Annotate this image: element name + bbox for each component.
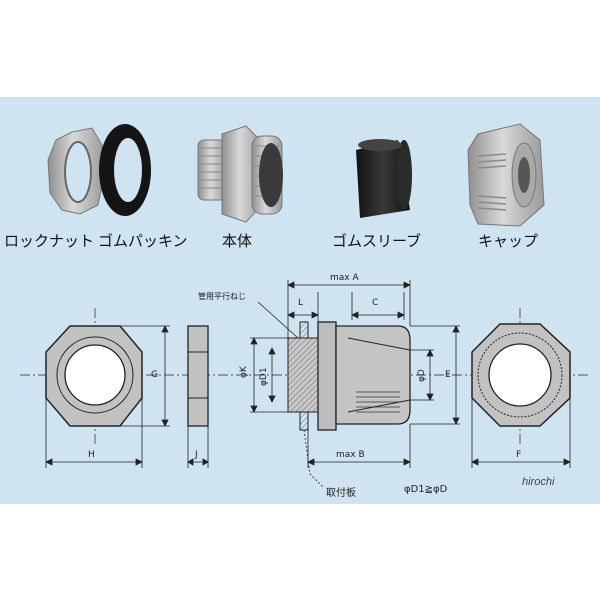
- dim-max-a: max A: [330, 273, 359, 283]
- watermark: hirochi: [522, 476, 555, 488]
- cap-photo: [467, 123, 545, 227]
- dim-f: F: [516, 450, 522, 460]
- cap-front-view: [471, 323, 571, 427]
- rubber-sleeve-photo: [356, 139, 412, 218]
- gland-side-view: [287, 321, 411, 431]
- dim-phi-k: φK: [239, 366, 249, 378]
- dim-phi-d: φD: [417, 369, 427, 382]
- dim-h: H: [88, 450, 95, 460]
- dim-c: C: [372, 298, 379, 308]
- dim-thread-note: 管用平行ねじ: [198, 292, 246, 301]
- body-photo: [197, 125, 283, 223]
- dim-j: J: [195, 450, 198, 460]
- label-rubber-sleeve: ゴムスリーブ: [332, 232, 422, 250]
- condition-note: φD1≧φD: [404, 484, 448, 495]
- dim-g: G: [151, 370, 158, 380]
- rubber-packing-photo: [99, 124, 151, 216]
- label-rubber-packing: ゴムパッキン: [98, 232, 188, 250]
- locknut-side-view: [187, 325, 209, 427]
- dim-phi-d1: φD1: [259, 367, 269, 386]
- dim-e: E: [445, 370, 451, 380]
- dim-max-b: max B: [336, 450, 365, 460]
- label-locknut: ロックナット: [4, 232, 95, 250]
- locknut-front-view: [45, 325, 143, 427]
- mounting-plate-label: 取付板: [326, 488, 356, 499]
- dim-l: L: [298, 298, 304, 308]
- locknut-photo: [47, 127, 105, 215]
- label-cap: キャップ: [478, 232, 539, 250]
- label-body: 本体: [222, 232, 253, 250]
